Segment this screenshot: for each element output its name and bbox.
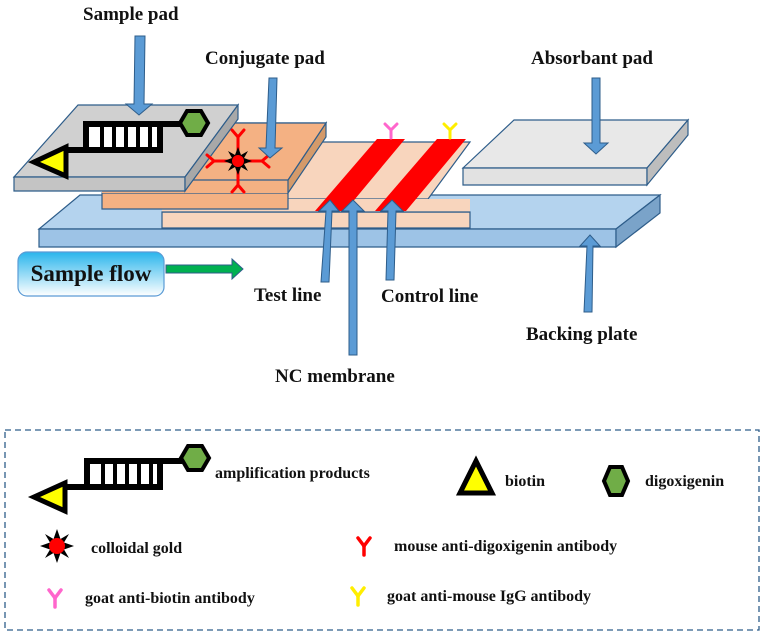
sample-flow-label: Sample flow [31,261,152,286]
legend-amplification-products-label: amplification products [215,465,370,482]
sample-pad-label: Sample pad [83,4,179,25]
legend-colloidal-gold-icon [40,529,74,563]
legend-digoxigenin-icon [601,465,631,497]
control-line-label: Control line [381,286,478,307]
legend-goat-anti-biotin-icon [47,588,63,609]
legend-goat-anti-mouse-label: goat anti-mouse IgG antibody [387,588,591,605]
legend-biotin-icon [455,455,497,496]
amplification-product-icon [27,109,211,180]
absorbant-pad [461,118,690,187]
sample-flow-arrow-icon [165,257,244,281]
legend-colloidal-gold-label: colloidal gold [91,540,182,557]
test-line-label: Test line [254,285,321,306]
backing-plate-arrow-icon [578,234,602,313]
nc-membrane-label: NC membrane [275,366,395,387]
legend-goat-anti-mouse-icon [350,586,366,607]
legend-digoxigenin-label: digoxigenin [645,473,724,490]
legend-goat-anti-biotin-label: goat anti-biotin antibody [85,590,255,607]
goat-anti-mouse-antibody-icon [442,122,458,140]
legend-mouse-anti-digoxigenin-label: mouse anti-digoxigenin antibody [394,538,617,555]
absorbant-pad-label: Absorbant pad [531,48,653,69]
colloidal-gold-conjugate-icon [205,128,271,194]
control-line-arrow-icon [379,199,405,281]
sample-flow-box [17,251,165,297]
legend-amplification-products-icon [27,444,212,515]
goat-anti-biotin-antibody-icon [383,122,399,140]
conjugate-pad-label: Conjugate pad [205,48,325,69]
conjugate-pad-arrow-icon [257,77,284,159]
test-line-band [315,139,405,211]
sample-pad-arrow-icon [124,35,154,116]
legend-biotin-label: biotin [505,473,545,490]
backing-plate-label: Backing plate [526,324,637,345]
test-line-arrow-icon [317,199,341,283]
control-line-band [375,139,466,211]
nc-membrane-arrow-icon [340,199,366,356]
absorbant-pad-arrow-icon [582,77,610,155]
legend: amplification products biotin digoxigeni… [4,429,760,631]
legend-mouse-anti-digoxigenin-icon [356,536,372,557]
